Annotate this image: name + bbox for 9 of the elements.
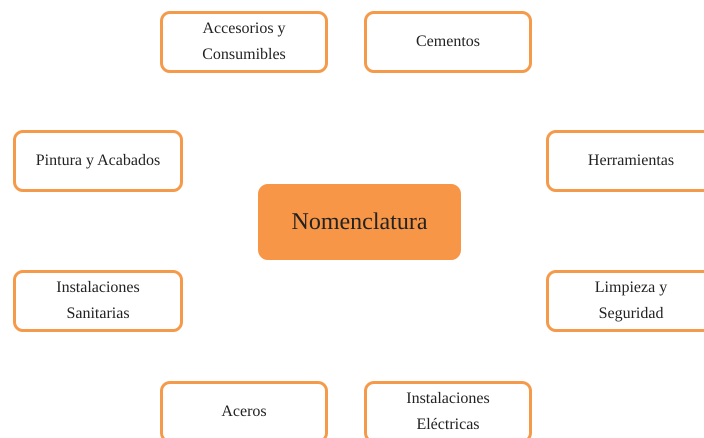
topic-box: Aceros (160, 381, 328, 438)
central-topic-box: Nomenclatura (258, 184, 461, 260)
topic-box: Herramientas (546, 130, 704, 192)
topic-box: Instalaciones Eléctricas (364, 381, 532, 438)
topic-box: Limpieza y Seguridad (546, 270, 704, 332)
topic-box: Accesorios y Consumibles (160, 11, 328, 73)
topic-box: Instalaciones Sanitarias (13, 270, 183, 332)
topic-box: Cementos (364, 11, 532, 73)
topic-box: Pintura y Acabados (13, 130, 183, 192)
